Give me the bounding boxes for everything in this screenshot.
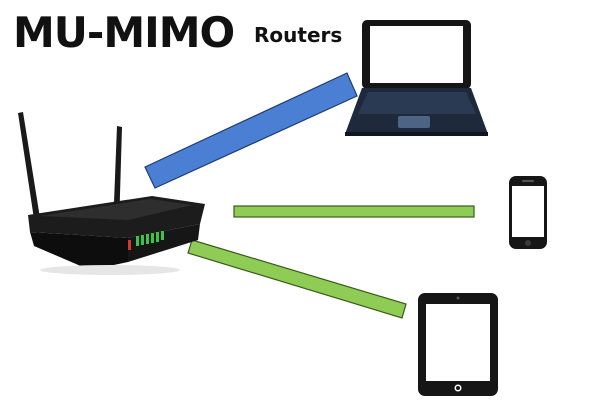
tablet-icon xyxy=(418,293,498,396)
title-main: MU-MIMO xyxy=(13,8,235,57)
link-router-laptop xyxy=(144,72,358,189)
link-router-tablet xyxy=(187,239,407,319)
smartphone-icon xyxy=(509,176,547,249)
laptop-icon xyxy=(345,20,488,136)
link-router-phone xyxy=(233,205,475,218)
title-subtitle: Routers xyxy=(254,23,343,47)
router-icon xyxy=(18,112,205,275)
